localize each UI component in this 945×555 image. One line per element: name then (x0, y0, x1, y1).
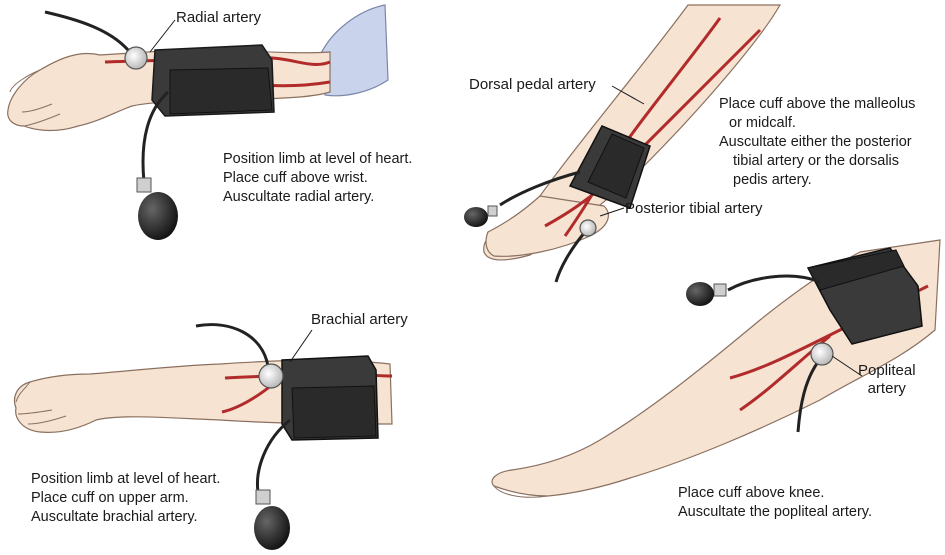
popliteal-label-line: artery (867, 380, 906, 397)
arm-note-line: Position limb at level of heart. (31, 471, 221, 487)
ankle-bulb (464, 207, 488, 227)
arm-cuff-flap (291, 385, 377, 439)
ankle-valve (487, 205, 498, 217)
popliteal-artery-label: Popliteal artery (858, 362, 916, 398)
leg-instructions: Place cuff above knee. Auscultate the po… (678, 484, 872, 522)
wrist-stethoscope-icon (124, 46, 148, 70)
arm-note-line: Place cuff on upper arm. (31, 490, 189, 506)
arm-fingers (15, 381, 67, 425)
wrist-note-line: Auscultate radial artery. (223, 189, 375, 205)
ankle-cuff-band (587, 133, 645, 199)
arm-stethoscope-icon (258, 363, 284, 389)
ankle-note-line: pedis artery. (733, 172, 812, 188)
radial-artery-label: Radial artery (176, 9, 262, 26)
wrist-note-line: Place cuff above wrist. (223, 170, 368, 186)
brachial-artery-leader (289, 329, 313, 363)
ankle-note-line: Place cuff above the malleolus (719, 96, 916, 112)
ankle-tube (499, 170, 581, 207)
leg-bulb-tube (727, 274, 821, 292)
wrist-panel (7, 4, 389, 240)
arm-panel (13, 323, 393, 550)
popliteal-label-line: Popliteal (858, 362, 916, 379)
leg-bulb (686, 282, 714, 306)
brachial-artery-label: Brachial artery (311, 311, 408, 328)
arm-note-line: Auscultate brachial artery. (31, 509, 198, 525)
leg-valve (713, 283, 727, 297)
arm-bulb-tube (255, 418, 291, 493)
arm-valve (255, 489, 271, 505)
leg-note-line: Place cuff above knee. (678, 485, 825, 501)
dorsal-pedal-leader (611, 85, 645, 105)
wrist-instructions: Position limb at level of heart. Place c… (223, 150, 412, 207)
wrist-bulb-tube (141, 90, 170, 183)
ankle-note-line: Auscultate either the posterior (719, 134, 912, 150)
ankle-stethoscope-tube (554, 231, 587, 283)
shirt-sleeve (317, 4, 389, 97)
ankle-instructions: Place cuff above the malleolus or midcal… (719, 95, 915, 190)
fingers (9, 69, 61, 127)
wrist-note-line: Position limb at level of heart. (223, 151, 413, 167)
leg-cuff-flap (807, 249, 905, 291)
posterior-tibial-leader (599, 207, 625, 217)
leg-stethoscope-tube (796, 361, 820, 433)
leg-stethoscope-icon (810, 342, 834, 366)
arm-stethoscope-tube (195, 323, 270, 367)
ankle-note-line: or midcalf. (729, 115, 796, 131)
dorsal-pedal-artery-label: Dorsal pedal artery (469, 76, 596, 93)
leg-panel (491, 239, 941, 498)
leg-note-line: Auscultate the popliteal artery. (678, 504, 872, 520)
wrist-valve (136, 177, 152, 193)
ankle-panel (464, 4, 782, 283)
wrist-cuff-flap (169, 67, 273, 115)
wrist-bulb (138, 192, 178, 240)
arm-instructions: Position limb at level of heart. Place c… (31, 470, 220, 527)
arm-bulb (254, 506, 290, 550)
radial-artery-leader (149, 19, 176, 53)
posterior-tibial-artery-label: Posterior tibial artery (625, 200, 763, 217)
ankle-stethoscope-icon (579, 219, 597, 237)
ankle-note-line: tibial artery or the dorsalis (733, 153, 900, 169)
leg-foot (493, 485, 549, 498)
wrist-tube (44, 10, 130, 52)
popliteal-leader (831, 355, 863, 377)
